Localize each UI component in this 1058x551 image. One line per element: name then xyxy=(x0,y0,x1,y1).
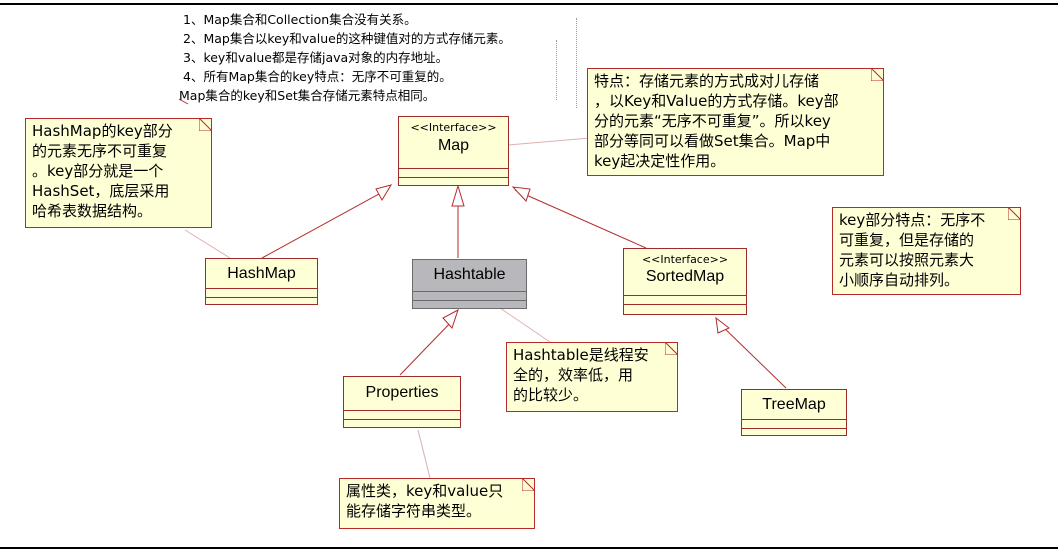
note-line: 元素可以按照元素大 xyxy=(839,251,975,269)
class-name: TreeMap xyxy=(762,396,826,413)
arrowhead xyxy=(715,316,730,334)
compartment-divider xyxy=(742,419,846,420)
compartment-divider xyxy=(206,288,317,289)
class-hashmap[interactable]: HashMap xyxy=(205,258,318,305)
compartment-divider xyxy=(624,304,746,305)
note-line: 的比较少。 xyxy=(513,386,589,404)
note-line: 属性类，key和value只 xyxy=(346,482,504,500)
note-properties: 属性类，key和value只 能存储字符串类型。 xyxy=(339,478,535,529)
top-note-line: 2、Map集合以key和value的这种键值对的方式存储元素。 xyxy=(183,31,511,46)
class-name: SortedMap xyxy=(645,268,725,285)
top-notes: 1、Map集合和Collection集合没有关系。 2、Map集合以key和va… xyxy=(179,10,511,105)
compartment-divider xyxy=(399,168,508,169)
note-line: 部分等同可以看做Set集合。Map中 xyxy=(594,132,831,150)
arrowhead xyxy=(511,186,531,202)
stereotype-label: <<Interface>> xyxy=(410,121,497,134)
note-line: 。key部分就是一个 xyxy=(32,162,164,180)
compartment-divider xyxy=(413,300,526,301)
compartment-divider xyxy=(206,297,317,298)
note-fold xyxy=(871,68,884,81)
compartment-divider xyxy=(399,177,508,178)
note-fold xyxy=(665,342,678,355)
class-name: Hashtable xyxy=(433,266,506,283)
compartment-divider xyxy=(344,419,460,420)
note-fold xyxy=(1008,207,1021,220)
note-line: ，以Key和Value的方式存储。key部 xyxy=(594,92,839,110)
note-line: key起决定性作用。 xyxy=(594,152,726,170)
note-line: 哈希表数据结构。 xyxy=(32,202,153,220)
note-sortedmap: key部分特点：无序不 可重复，但是存储的 元素可以按照元素大 小顺序自动排列。 xyxy=(832,207,1021,295)
top-note-line: 3、key和value都是存储java对象的内存地址。 xyxy=(183,50,449,65)
class-properties[interactable]: Properties xyxy=(343,376,461,428)
note-line: 的元素无序不可重复 xyxy=(32,142,168,160)
compartment-divider xyxy=(742,428,846,429)
guide-dots xyxy=(556,40,557,100)
stereotype-label: <<Interface>> xyxy=(641,253,729,266)
note-line: 分的元素“无序不可重复”。所以key xyxy=(594,112,831,130)
note-map: 特点：存储元素的方式成对儿存储 ，以Key和Value的方式存储。key部 分的… xyxy=(587,68,884,176)
note-line: HashMap的key部分 xyxy=(32,122,173,140)
compartment-divider xyxy=(344,410,460,411)
class-map[interactable]: <<Interface>> Map xyxy=(398,116,509,186)
arrowhead xyxy=(451,184,465,207)
class-name: Map xyxy=(437,137,470,154)
note-line: key部分特点：无序不 xyxy=(839,211,986,229)
note-fold xyxy=(199,118,212,131)
top-note-line: 4、所有Map集合的key特点：无序不可重复的。 xyxy=(183,69,452,84)
note-line: 全的，效率低，用 xyxy=(513,366,634,384)
arrowhead xyxy=(375,184,393,202)
guide-dots xyxy=(576,18,577,108)
compartment-divider xyxy=(413,291,526,292)
note-line: HashSet，底层采用 xyxy=(32,182,170,200)
class-name: Properties xyxy=(365,384,439,401)
note-line: 能存储字符串类型。 xyxy=(346,502,482,520)
note-line: Hashtable是线程安 xyxy=(513,346,649,364)
class-hashtable[interactable]: Hashtable xyxy=(412,259,527,309)
note-line: 特点：存储元素的方式成对儿存储 xyxy=(594,72,820,90)
note-line: 可重复，但是存储的 xyxy=(839,231,975,249)
note-line: 小顺序自动排列。 xyxy=(839,271,960,289)
bottom-border-line xyxy=(0,547,1058,549)
class-name: HashMap xyxy=(227,265,296,282)
class-treemap[interactable]: TreeMap xyxy=(741,389,847,436)
note-hashmap: HashMap的key部分 的元素无序不可重复 。key部分就是一个 HashS… xyxy=(25,118,212,228)
arrowhead xyxy=(442,308,459,329)
note-hashtable: Hashtable是线程安 全的，效率低，用 的比较少。 xyxy=(506,342,678,412)
top-note-line: Map集合的key和Set集合存储元素特点相同。 xyxy=(179,88,436,103)
top-border-line xyxy=(0,3,1058,5)
note-fold xyxy=(522,478,535,491)
top-note-line: 1、Map集合和Collection集合没有关系。 xyxy=(183,12,417,27)
compartment-divider xyxy=(624,295,746,296)
class-sortedmap[interactable]: <<Interface>> SortedMap xyxy=(623,248,747,315)
